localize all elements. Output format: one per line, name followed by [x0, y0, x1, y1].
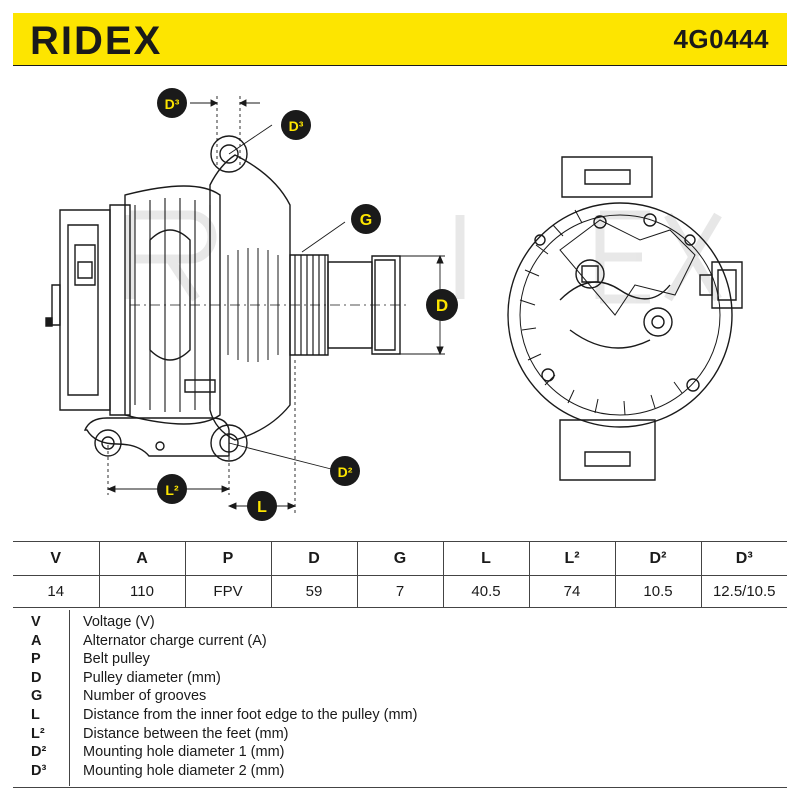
- legend-desc: Distance from the inner foot edge to the…: [83, 707, 418, 723]
- legend-item: D³ Mounting hole diameter 2 (mm): [13, 762, 787, 781]
- legend-item: D² Mounting hole diameter 1 (mm): [13, 743, 787, 762]
- legend-key: D: [31, 669, 42, 686]
- header-bar: RIDEX 4G0444: [13, 13, 787, 66]
- watermark: [125, 210, 722, 304]
- legend-desc: Alternator charge current (A): [83, 632, 267, 649]
- legend-key: D²: [31, 744, 47, 761]
- legend-key: D³: [31, 762, 47, 779]
- spec-value: FPV: [184, 575, 272, 608]
- legend-desc: Number of grooves: [83, 688, 207, 705]
- spec-header: L: [442, 541, 530, 576]
- svg-text:G: G: [360, 212, 372, 229]
- spec-header: V: [13, 541, 100, 576]
- legend-desc: Distance between the feet (mm): [83, 725, 289, 742]
- dimension-lines: [106, 96, 445, 515]
- callout-d3-right: D³: [281, 110, 311, 140]
- callout-l: L: [247, 491, 277, 521]
- callout-g: G: [351, 204, 381, 234]
- spec-header: P: [184, 541, 272, 576]
- legend-item: A Alternator charge current (A): [13, 632, 787, 651]
- callout-d: D: [426, 289, 458, 321]
- legend-desc: Mounting hole diameter 1 (mm): [83, 744, 285, 761]
- spec-header: G: [356, 541, 444, 576]
- legend-key: L: [31, 707, 40, 723]
- spec-value: 7: [356, 575, 444, 608]
- callout-d2: D²: [330, 456, 360, 486]
- legend-divider: [69, 610, 70, 786]
- side-view: [45, 135, 401, 462]
- legend-item: P Belt pulley: [13, 650, 787, 669]
- legend: V Voltage (V) A Alternator charge curren…: [13, 610, 787, 786]
- spec-value: 40.5: [442, 575, 530, 608]
- svg-text:L: L: [257, 499, 267, 516]
- rear-view: [507, 156, 743, 481]
- svg-text:L²: L²: [165, 482, 179, 498]
- legend-key: L²: [31, 725, 45, 742]
- legend-desc: Mounting hole diameter 2 (mm): [83, 762, 285, 779]
- spec-header: A: [98, 541, 186, 576]
- svg-text:D³: D³: [165, 96, 180, 112]
- legend-item: L Distance from the inner foot edge to t…: [13, 706, 787, 725]
- legend-key: A: [31, 632, 42, 649]
- legend-key: P: [31, 651, 41, 668]
- spec-value: 74: [528, 575, 616, 608]
- ridex-logo: RIDEX: [30, 21, 210, 59]
- legend-key: V: [31, 614, 41, 630]
- part-number: 4G0444: [673, 24, 769, 54]
- legend-item: V Voltage (V): [13, 613, 787, 632]
- svg-text:D: D: [436, 296, 448, 315]
- legend-desc: Pulley diameter (mm): [83, 669, 221, 686]
- legend-desc: Belt pulley: [83, 651, 150, 668]
- svg-text:D³: D³: [289, 118, 304, 134]
- spec-header: D²: [614, 541, 702, 576]
- legend-item: L² Distance between the feet (mm): [13, 725, 787, 744]
- spec-value-row: 14 110 FPV 59 7 40.5 74 10.5 12.5/10.5: [13, 575, 787, 608]
- spec-value: 110: [98, 575, 186, 608]
- spec-header: D³: [700, 541, 787, 576]
- spec-header: D: [270, 541, 358, 576]
- bottom-rule: [13, 787, 787, 788]
- legend-item: D Pulley diameter (mm): [13, 669, 787, 688]
- spec-table: V A P D G L L² D² D³ 14 110 FPV 59 7 40.…: [13, 541, 787, 608]
- callout-d3-top: D³: [157, 88, 187, 118]
- spec-value: 14: [13, 575, 100, 608]
- spec-value: 12.5/10.5: [700, 575, 787, 608]
- legend-item: G Number of grooves: [13, 687, 787, 706]
- spec-value: 10.5: [614, 575, 702, 608]
- spec-header: L²: [528, 541, 616, 576]
- spec-header-row: V A P D G L L² D² D³: [13, 541, 787, 576]
- callout-l2: L²: [157, 474, 187, 504]
- legend-desc: Voltage (V): [83, 614, 155, 630]
- legend-key: G: [31, 688, 43, 705]
- brand-wordmark: RIDEX: [30, 21, 162, 59]
- svg-text:D²: D²: [338, 464, 353, 480]
- spec-value: 59: [270, 575, 358, 608]
- alternator-drawing: D³ D³ G D D² L² L: [45, 88, 743, 521]
